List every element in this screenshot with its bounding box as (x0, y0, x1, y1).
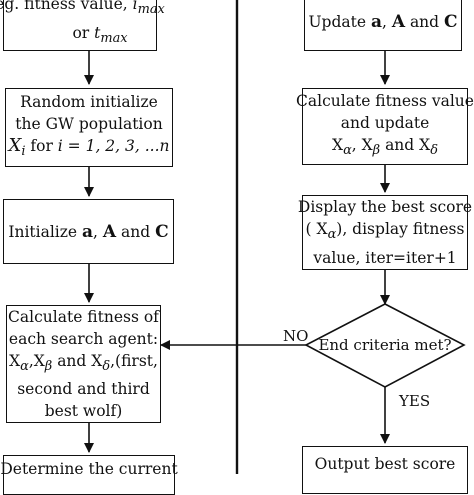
determine-current-text: Determine the current (0, 460, 178, 478)
display-best-line-3: value, iter=iter+1 (313, 248, 457, 267)
update-params-box: Update a, A and C (304, 0, 462, 51)
param-A: A (102, 221, 117, 242)
random-init-line-2: the GW population (15, 115, 163, 134)
population-x: X (8, 135, 22, 157)
sub-delta: δ (102, 359, 111, 375)
calc-update-line-1: Calculate fitness value (296, 92, 474, 111)
calc-update-box: Calculate fitness value and update Xα, X… (296, 88, 474, 165)
init-params-line: Initialize a, A and C (8, 221, 168, 243)
display-best-line-2: ( Xα), display fitness (306, 218, 465, 246)
criteria-line-1: eg. fitness value, imax (0, 0, 165, 22)
update-x-alpha: X (332, 136, 344, 155)
criteria-or: or (72, 23, 95, 42)
calc-update-line-2: and update (340, 114, 430, 133)
yes-edge-label: YES (399, 392, 431, 410)
random-init-line-1: Random initialize (20, 93, 158, 112)
criteria-math-t: t (94, 23, 101, 42)
x-beta: ,X (28, 351, 45, 370)
x-alpha: X (9, 351, 21, 370)
update-x-delta: and X (380, 136, 431, 155)
update-prefix: Update (308, 12, 371, 31)
calc-agent-line-4: second and third (17, 380, 150, 399)
calc-agent-line-3: Xα,Xβ and Xδ,(first, (9, 350, 158, 378)
output-best-box: Output best score (302, 446, 468, 494)
end-criteria-label: End criteria met? (306, 335, 464, 355)
init-params-sep: , (93, 222, 103, 241)
sub-alpha: α (20, 359, 29, 375)
update-x-beta: , X (351, 136, 373, 155)
random-init-box: Random initialize the GW population Xi f… (5, 88, 173, 167)
init-params-prefix: Initialize (8, 222, 83, 241)
random-init-line-3: Xi for i = 1, 2, 3, ...n (8, 135, 169, 163)
sub-beta: β (44, 359, 53, 375)
criteria-sub-max: max (137, 2, 165, 18)
update-sep: , (381, 12, 392, 31)
calc-agent-line-1: Calculate fitness of (8, 307, 159, 326)
output-best-text: Output best score (314, 455, 456, 473)
update-param-a: a (370, 11, 382, 32)
calc-agent-line-2: each search agent: (8, 329, 159, 348)
param-a: a (82, 221, 94, 242)
update-sub-delta: δ (430, 143, 438, 159)
calc-agent-line-5: best wolf) (44, 402, 123, 421)
param-C: C (155, 221, 169, 242)
update-params-line: Update a, A and C (308, 11, 457, 33)
calc-fitness-agent-box: Calculate fitness of each search agent: … (6, 305, 161, 423)
termination-criteria-box: eg. fitness value, imax or tmax (0, 0, 165, 51)
display-fitness-text: ), display fitness (336, 220, 465, 239)
init-params-box: Initialize a, A and C (3, 199, 174, 264)
display-best-box: Display the best score ( Xα), display fi… (298, 195, 472, 270)
init-params-and: and (116, 222, 156, 241)
x-delta: and X (52, 351, 103, 370)
display-sub-alpha: α (327, 227, 337, 243)
display-x-alpha: ( X (305, 220, 328, 239)
no-edge-label: NO (283, 327, 309, 345)
update-sub-alpha: α (343, 143, 352, 159)
population-sub-i: i (21, 144, 26, 160)
population-for: for (25, 137, 58, 156)
end-criteria-text: End criteria met? (318, 336, 452, 354)
calc-update-line-3: Xα, Xβ and Xδ (332, 134, 438, 162)
update-sub-beta: β (372, 143, 381, 159)
display-best-line-1: Display the best score (297, 198, 473, 217)
criteria-math-i: i (132, 0, 138, 14)
criteria-text: eg. fitness value, (0, 0, 133, 14)
population-range: i = 1, 2, 3, ...n (57, 137, 170, 156)
update-and: and (405, 12, 445, 31)
update-param-C: C (444, 11, 458, 32)
criteria-line-2: or tmax (32, 22, 127, 50)
criteria-sub-max-2: max (100, 30, 128, 46)
decision-diamond (304, 303, 466, 388)
update-param-A: A (391, 11, 406, 32)
determine-current-box: Determine the current (0, 455, 178, 495)
calc-agent-first: ,(first, (110, 351, 158, 370)
flowchart-connectors (84, 0, 466, 474)
